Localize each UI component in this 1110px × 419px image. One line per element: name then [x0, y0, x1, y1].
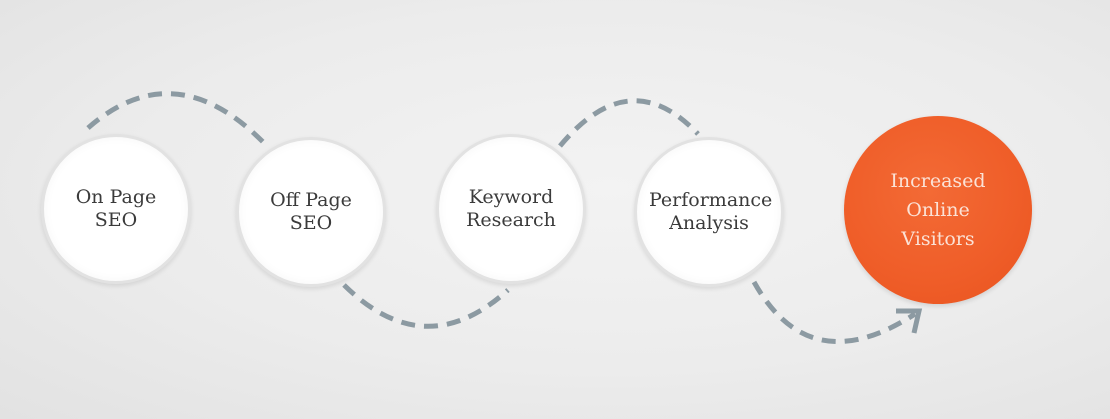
step-performance-analysis-label: Performance Analysis [649, 189, 773, 234]
step-on-page-seo-label: On Page SEO [75, 186, 157, 231]
step-keyword-research-label: Keyword Research [466, 186, 556, 231]
step-off-page-seo: Off Page SEO [236, 137, 386, 287]
goal-increased-online-visitors: Increased Online Visitors [844, 116, 1032, 304]
connector-arc-2 [342, 283, 510, 329]
goal-label: Increased Online Visitors [890, 169, 986, 250]
connector-arc-3 [558, 98, 700, 148]
step-performance-analysis: Performance Analysis [634, 137, 784, 287]
step-keyword-research: Keyword Research [436, 134, 586, 284]
step-on-page-seo: On Page SEO [41, 134, 191, 284]
connector-arc-4 [751, 280, 917, 345]
step-off-page-seo-label: Off Page SEO [270, 189, 352, 234]
arrowhead-icon [896, 308, 923, 334]
connector-arc-1 [86, 91, 267, 146]
